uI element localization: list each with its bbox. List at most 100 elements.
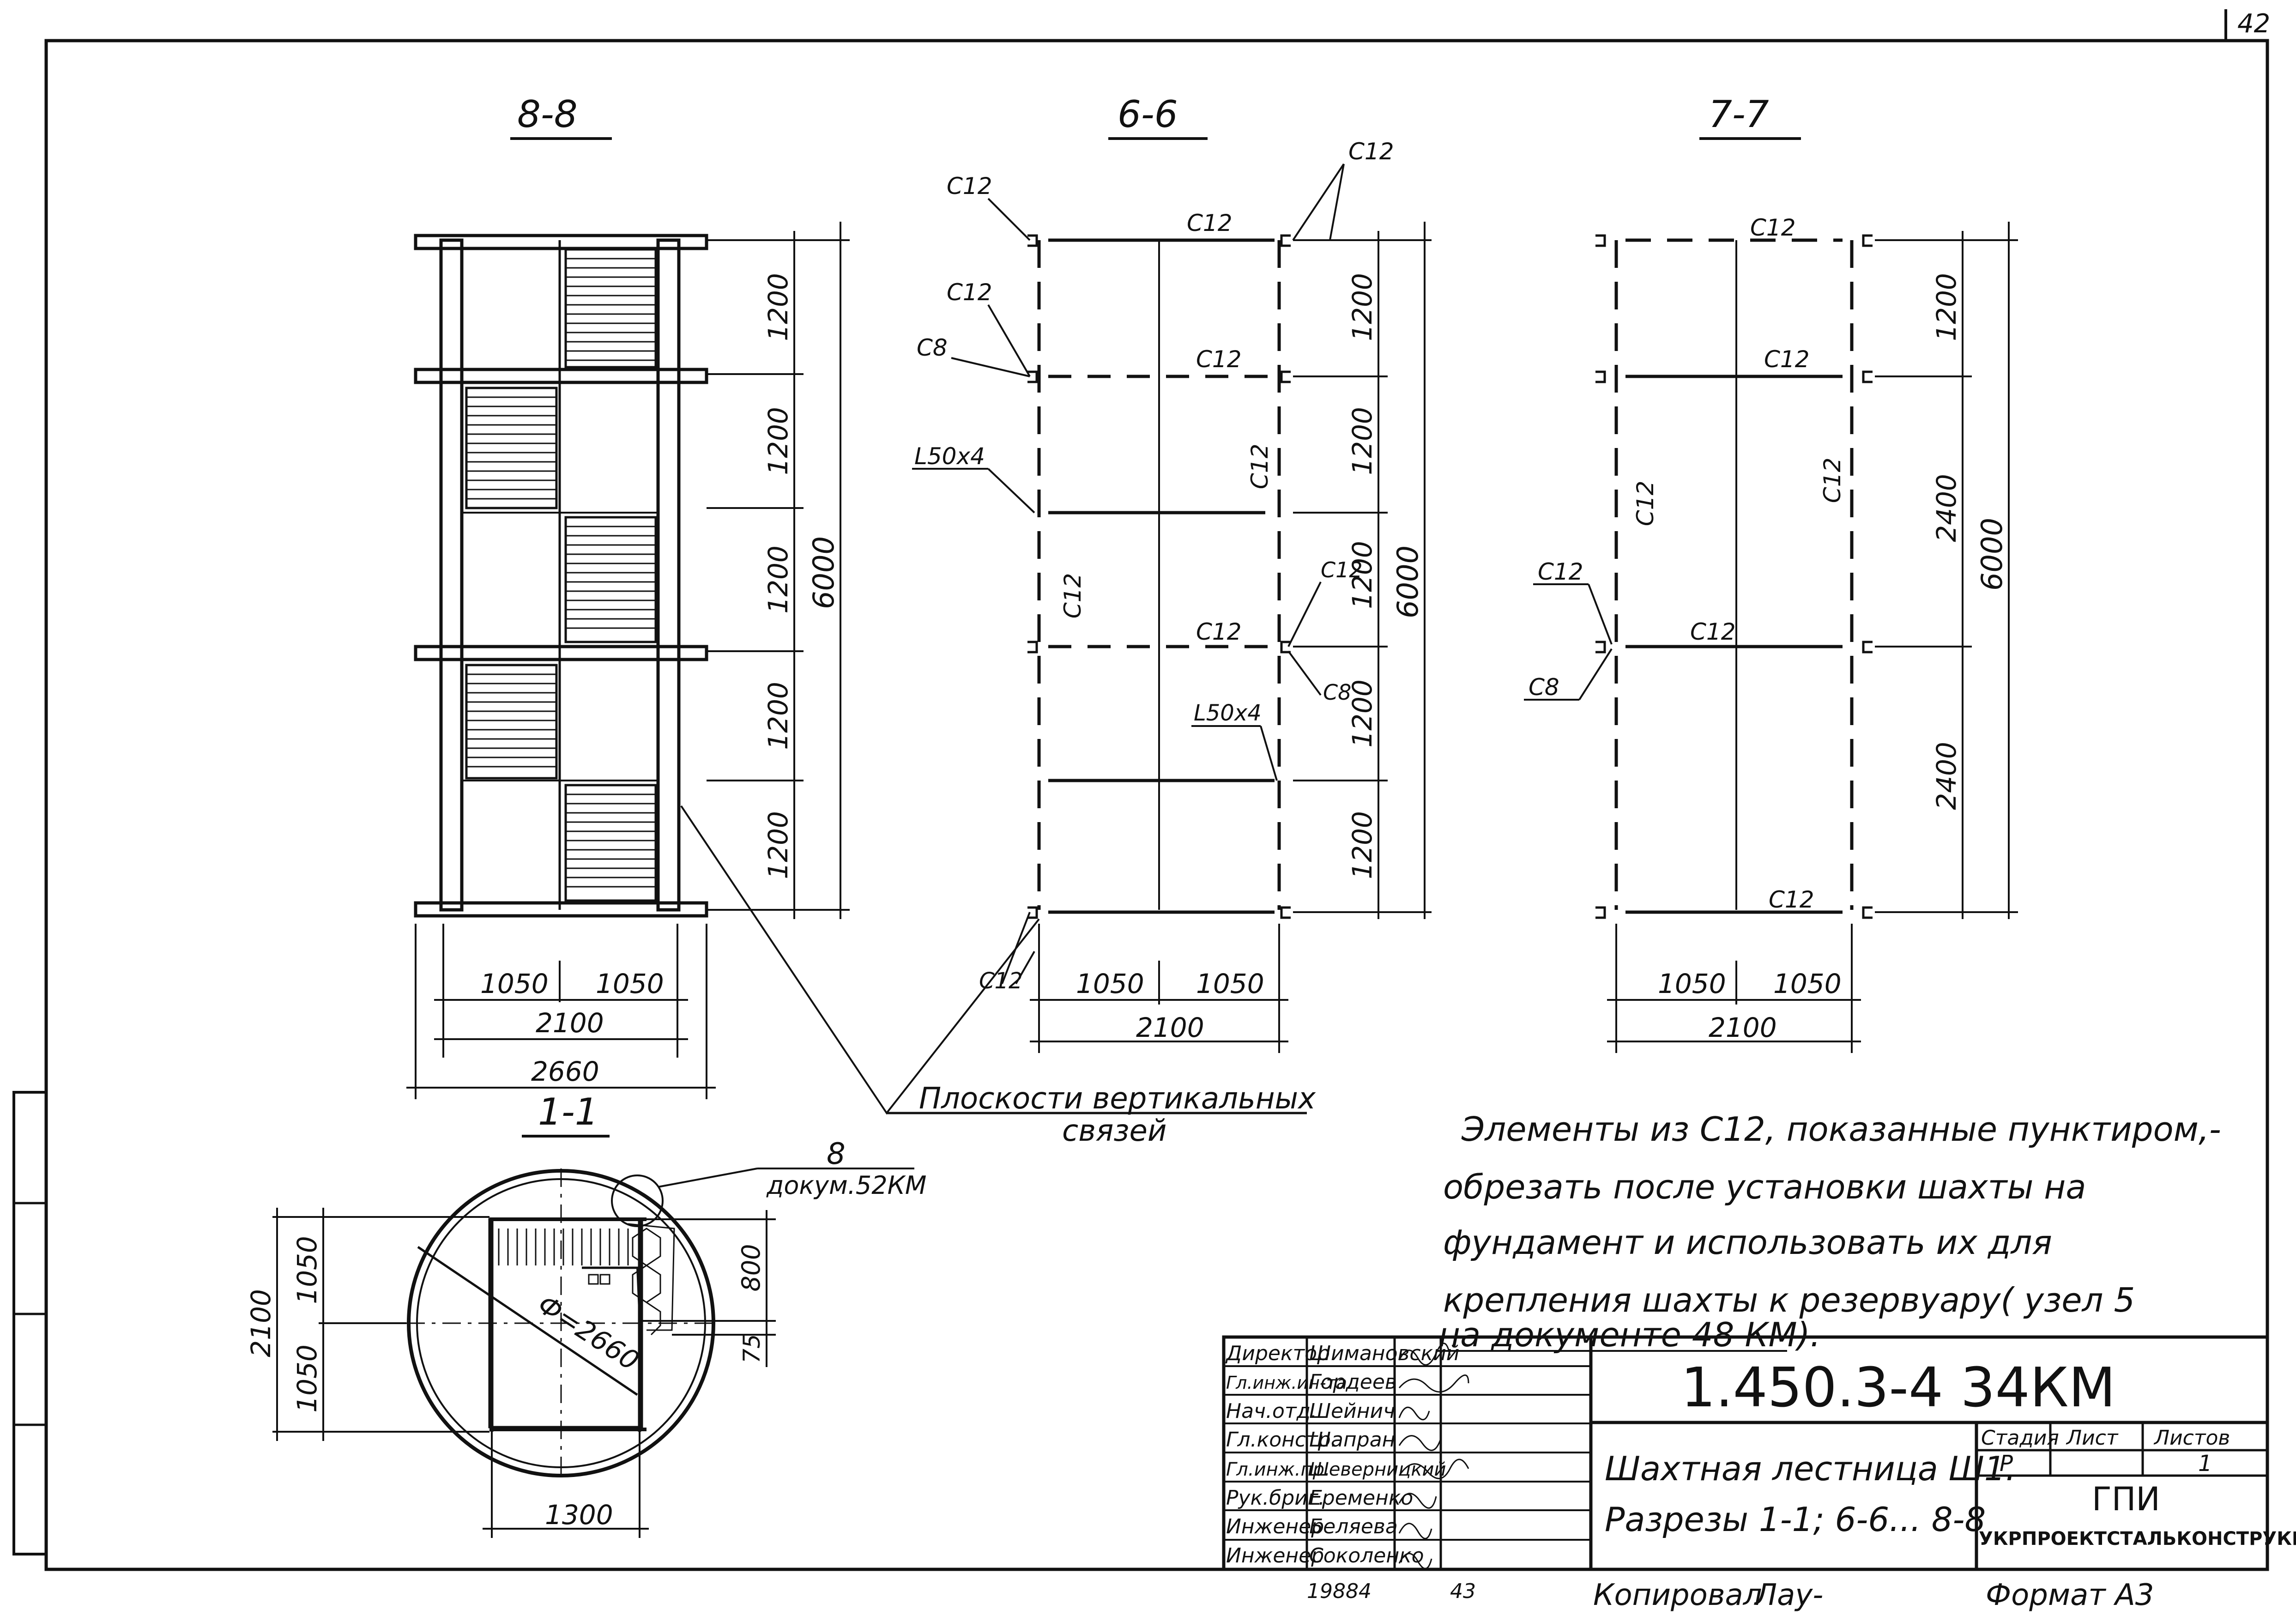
- org-full: УКРПРОЕКТСТАЛЬКОНСТРУКЦИЯ: [1979, 1528, 2296, 1549]
- dim-v: 2400: [1931, 742, 1962, 810]
- label-c12: С12: [1750, 214, 1796, 241]
- sheets-value: 1: [2198, 1451, 2212, 1477]
- dim-total: 6000: [1975, 518, 2009, 591]
- dim-v: 1200: [1347, 811, 1378, 879]
- dim-h: 1050: [596, 968, 664, 999]
- dim-total: 6000: [1391, 545, 1425, 618]
- staff-name: Соколенко: [1309, 1544, 1424, 1568]
- label-c12-vertical: С12: [1059, 573, 1086, 619]
- dim-v: 1200: [762, 811, 794, 879]
- bracing-callout: Плоскости вертикальных связей: [680, 805, 1316, 1148]
- dim-v: 1200: [762, 545, 794, 614]
- label-l50: L50х4: [1194, 700, 1262, 726]
- sheets-header: Листов: [2153, 1426, 2230, 1450]
- section-7-7-title: 7-7: [1709, 93, 1769, 136]
- dim-v: 1200: [762, 273, 794, 341]
- cage-hatch: [628, 1223, 675, 1336]
- dim-v: 1200: [762, 407, 794, 475]
- label-c12: С12: [1348, 138, 1394, 165]
- section-1-1: 1-1 Ф=2660 8 докум.52КМ: [245, 1090, 927, 1538]
- label-c12-vertical: С12: [1819, 458, 1846, 503]
- dim-75: 75: [738, 1334, 765, 1363]
- label-c12: С12: [1764, 346, 1810, 373]
- section-1-1-title: 1-1: [538, 1090, 598, 1133]
- dim-h: 1050: [480, 968, 549, 999]
- staff-name: Беляева: [1309, 1515, 1398, 1538]
- year-note: 19884: [1307, 1580, 1372, 1603]
- signatures: [1398, 1343, 1469, 1569]
- dim-v: 1200: [762, 682, 794, 750]
- dim-v: 1050: [291, 1344, 323, 1413]
- sheet-header: Лист: [2066, 1426, 2119, 1450]
- callout-line-2: связей: [1062, 1114, 1166, 1148]
- section-7-7: 7-7 С12 С12 С12 С12 С12 С12 С8 С12: [1524, 93, 2018, 1053]
- label-c12: С12: [1321, 557, 1363, 582]
- label-c8: С8: [1529, 674, 1559, 701]
- staff-role: Нач.отд.: [1226, 1399, 1317, 1423]
- label-c8: С8: [1323, 680, 1351, 705]
- staff-role: Гл.инж.пр.: [1226, 1459, 1330, 1480]
- label-c12-vertical: С12: [1632, 481, 1659, 527]
- staff-name: Шейнич: [1309, 1399, 1395, 1423]
- platform: [414, 645, 708, 661]
- org-short: ГПИ: [2092, 1480, 2160, 1518]
- label-c12: С12: [1538, 558, 1583, 585]
- doc-code: 1.450.3-4 34КМ: [1681, 1356, 2115, 1419]
- staff-role: Гл.инж.ин-та: [1226, 1373, 1347, 1393]
- dim-w: 1300: [545, 1499, 613, 1531]
- dim-v: 1200: [1347, 273, 1378, 341]
- ref-document: докум.52КМ: [766, 1171, 927, 1200]
- section-8-8-title: 8-8: [517, 93, 578, 136]
- note-line: фундамент и использовать их для: [1443, 1223, 2052, 1262]
- staff-role: Гл.констр.: [1226, 1428, 1337, 1452]
- stair-plan: [498, 1229, 640, 1321]
- platform: [414, 368, 708, 384]
- label-c12: С12: [947, 173, 992, 200]
- drawing-name-2: Разрезы 1-1; 6-6... 8-8: [1605, 1500, 1986, 1539]
- label-c12: С12: [1769, 886, 1814, 913]
- section-6-6: 6-6 С12 С12 С12 С12 С8 С12 L50х4: [912, 93, 1432, 1053]
- dim-h: 1050: [1773, 968, 1842, 999]
- staff-role: Инженер: [1226, 1544, 1324, 1568]
- dim-v: 1200: [1347, 679, 1378, 748]
- ref-number: 8: [827, 1137, 846, 1171]
- label-c12-vertical: С12: [1246, 444, 1273, 490]
- misc-note: 43: [1450, 1580, 1476, 1603]
- label-c12: С12: [1690, 618, 1736, 645]
- dim-800: 800: [737, 1244, 766, 1291]
- diameter-label: Ф=2660: [532, 1289, 644, 1377]
- sheet-frame: [44, 39, 2269, 1571]
- dim-v: 1200: [1347, 541, 1378, 609]
- dim-w2: 2660: [531, 1056, 599, 1087]
- dim-v: 1200: [1347, 407, 1378, 475]
- dim-total: 2100: [245, 1289, 277, 1357]
- staff-name: Шимановский: [1309, 1342, 1459, 1365]
- label-l50: L50х4: [914, 443, 985, 470]
- general-note: Элементы из С12, показанные пунктиром,- …: [1436, 1110, 2221, 1354]
- copied-label: Копировал: [1593, 1578, 1762, 1612]
- stair-flight: [465, 248, 657, 902]
- dim-h: 1050: [1196, 968, 1264, 999]
- dim-w1: 2100: [1709, 1012, 1777, 1043]
- dim-v: 2400: [1931, 474, 1962, 542]
- label-c8: С8: [917, 334, 948, 361]
- label-c12: С12: [1196, 346, 1242, 373]
- staff-name: Гордеев: [1309, 1370, 1397, 1394]
- dim-w1: 2100: [1136, 1012, 1204, 1043]
- label-c12: С12: [1196, 618, 1242, 645]
- section-8-8: 8-8 1: [406, 93, 850, 1099]
- label-c12: С12: [947, 279, 992, 306]
- dim-w1: 2100: [536, 1007, 604, 1039]
- platform: [414, 234, 708, 250]
- dim-h: 1050: [1076, 968, 1144, 999]
- staff-role: Директор: [1225, 1342, 1330, 1365]
- label-c12: С12: [979, 968, 1023, 994]
- note-line: крепления шахты к резервуару( узел 5: [1443, 1281, 2135, 1319]
- callout-line-1: Плоскости вертикальных: [919, 1082, 1316, 1116]
- staff-role: Рук.бриг.: [1226, 1486, 1325, 1510]
- stage-header: Стадия: [1981, 1426, 2059, 1450]
- note-line: обрезать после установки шахты на: [1443, 1168, 2086, 1206]
- dim-h: 1050: [1658, 968, 1726, 999]
- sheet-number: 42: [2237, 9, 2270, 39]
